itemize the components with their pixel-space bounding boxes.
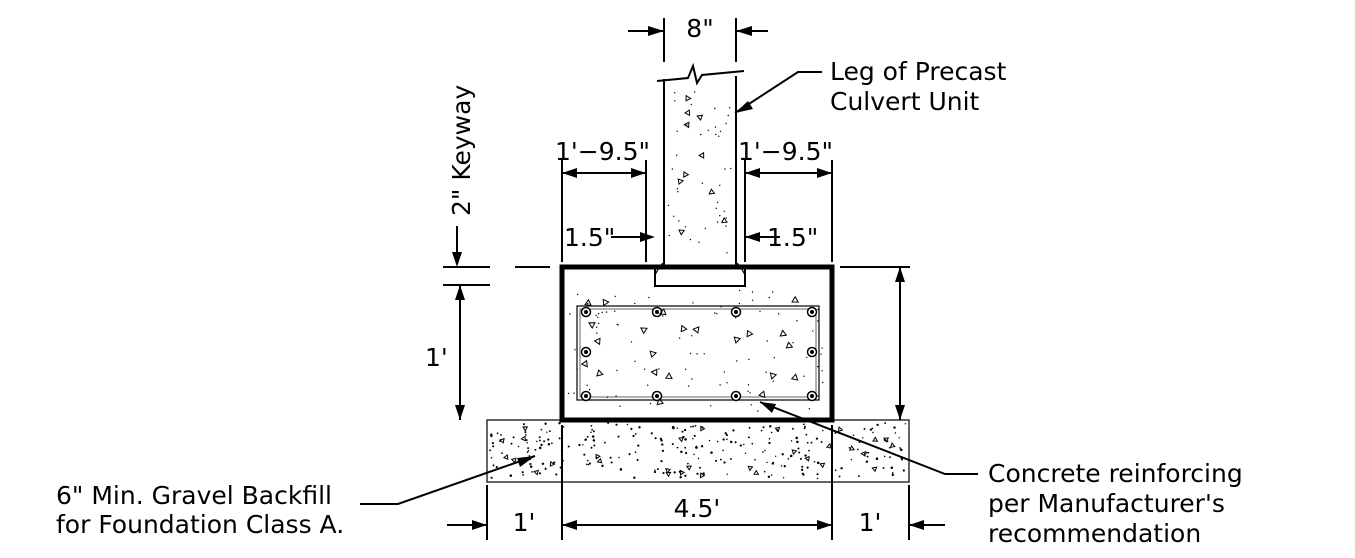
keyway-notch <box>654 267 746 287</box>
dim-left-inner: 1.5" <box>564 223 615 252</box>
dim-right-top: 1'−9.5" <box>738 137 833 166</box>
dim-depth: 1' <box>425 343 448 372</box>
dim-leg-width: 8" <box>686 14 713 43</box>
keyway-label: 2" Keyway <box>447 85 476 216</box>
leg-leader <box>734 71 822 114</box>
footing-aggregate <box>567 289 824 412</box>
dim-bottom-right: 1' <box>859 508 882 537</box>
reinforcing-cage <box>576 305 820 401</box>
gravel-texture <box>489 421 907 480</box>
rebar-label-line1: Concrete reinforcing <box>988 459 1243 488</box>
dim-bottom-mid: 4.5' <box>674 494 721 523</box>
dim-right-inner: 1.5" <box>767 223 818 252</box>
rebar-leader <box>759 401 978 475</box>
gravel-backfill-bed <box>486 419 910 483</box>
rebar-dots <box>580 306 818 402</box>
leg-aggregate <box>667 91 732 254</box>
break-line <box>656 62 745 86</box>
leg-label-line2: Culvert Unit <box>830 87 980 116</box>
gravel-label-line1: 6" Min. Gravel Backfill <box>56 481 332 510</box>
gravel-label-line2: for Foundation Class A. <box>56 510 344 539</box>
rebar-label-line2: per Manufacturer's <box>988 489 1225 518</box>
rebar-label-line3: recommendation <box>988 519 1201 548</box>
dim-left-top: 1'−9.5" <box>555 137 650 166</box>
gravel-leader <box>360 455 536 505</box>
dim-bottom-left: 1' <box>513 508 536 537</box>
leg-label-line1: Leg of Precast <box>830 57 1007 86</box>
concrete-footing <box>559 264 835 423</box>
